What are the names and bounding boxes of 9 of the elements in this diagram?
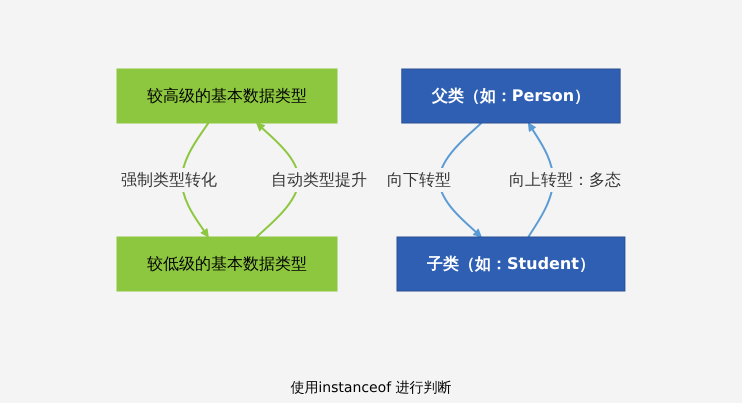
- node-box: 较高级的基本数据类型: [116, 68, 338, 124]
- edge-label: 自动类型提升: [271, 170, 368, 189]
- node-box: 父类（如：Person）: [401, 68, 621, 124]
- node-box: 较低级的基本数据类型: [116, 236, 338, 292]
- edge-label: 向下转型: [387, 170, 452, 189]
- edge-label: 向上转型：多态: [509, 170, 621, 189]
- edge-label: 强制类型转化: [121, 170, 218, 189]
- note-text: 使用instanceof 进行判断: [290, 380, 452, 396]
- node-box: 子类（如：Student）: [396, 236, 626, 292]
